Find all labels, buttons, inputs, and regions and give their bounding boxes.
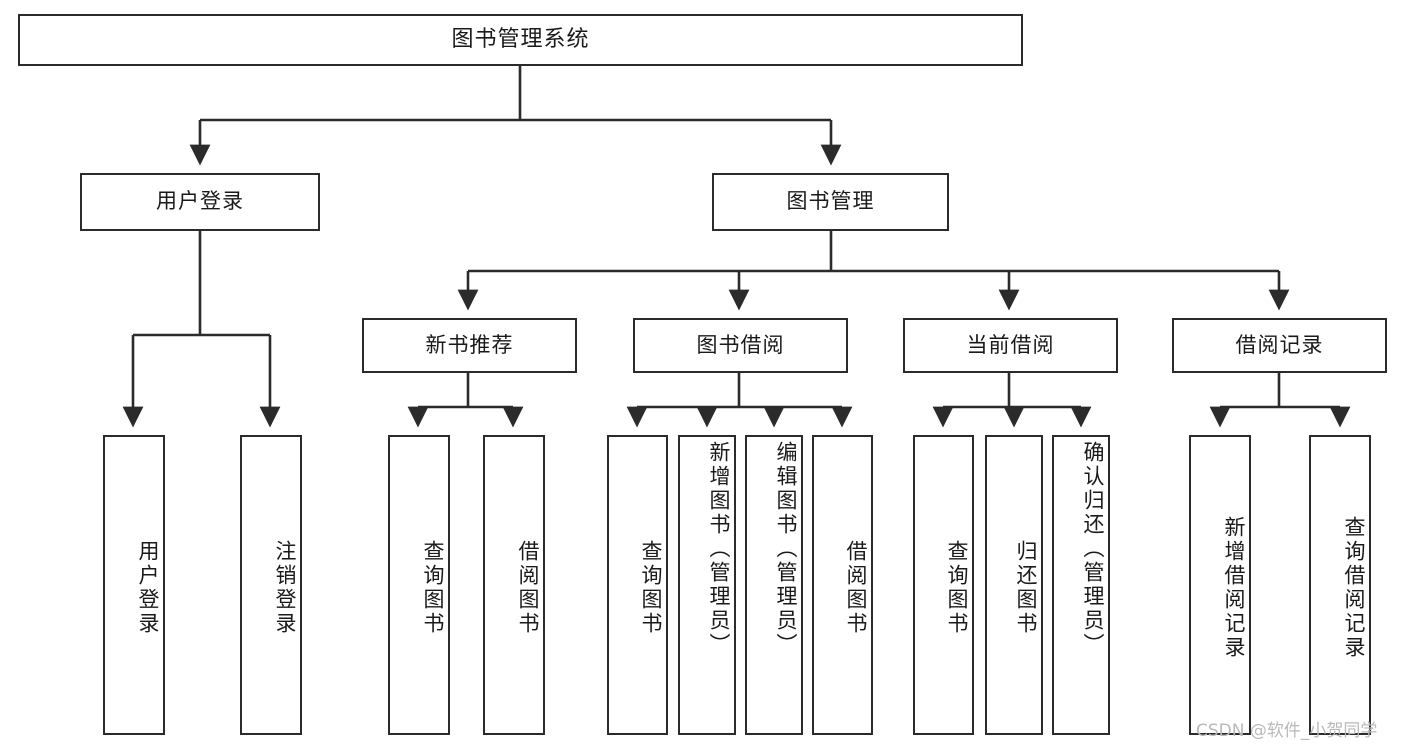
node-leaf-edit-book-admin[interactable]: 编辑图书（管理员）	[745, 435, 803, 735]
node-new-book-recommend[interactable]: 新书推荐	[362, 318, 577, 373]
node-leaf-borrow-book[interactable]: 借阅图书	[812, 435, 873, 735]
node-current-borrow[interactable]: 当前借阅	[903, 318, 1118, 373]
node-leaf-query-borrow-record[interactable]: 查询借阅记录	[1309, 435, 1371, 735]
node-book-manage[interactable]: 图书管理	[712, 173, 949, 231]
node-leaf-return-book[interactable]: 归还图书	[985, 435, 1043, 735]
node-leaf-confirm-return-admin[interactable]: 确认归还（管理员）	[1052, 435, 1110, 735]
node-book-borrow[interactable]: 图书借阅	[633, 318, 848, 373]
node-leaf-borrow-book-recommend[interactable]: 借阅图书	[483, 435, 545, 735]
node-leaf-query-book-borrow[interactable]: 查询图书	[607, 435, 668, 735]
node-leaf-query-book-recommend[interactable]: 查询图书	[388, 435, 450, 735]
node-leaf-logout[interactable]: 注销登录	[240, 435, 302, 735]
node-borrow-record[interactable]: 借阅记录	[1172, 318, 1387, 373]
node-leaf-add-borrow-record[interactable]: 新增借阅记录	[1189, 435, 1251, 735]
csdn-watermark: CSDN @软件_小贺同学	[1196, 721, 1378, 741]
node-leaf-add-book-admin[interactable]: 新增图书（管理员）	[678, 435, 736, 735]
node-root[interactable]: 图书管理系统	[18, 14, 1023, 66]
node-leaf-query-book-current[interactable]: 查询图书	[913, 435, 974, 735]
node-user-login[interactable]: 用户登录	[80, 173, 320, 231]
node-leaf-user-login[interactable]: 用户登录	[103, 435, 165, 735]
